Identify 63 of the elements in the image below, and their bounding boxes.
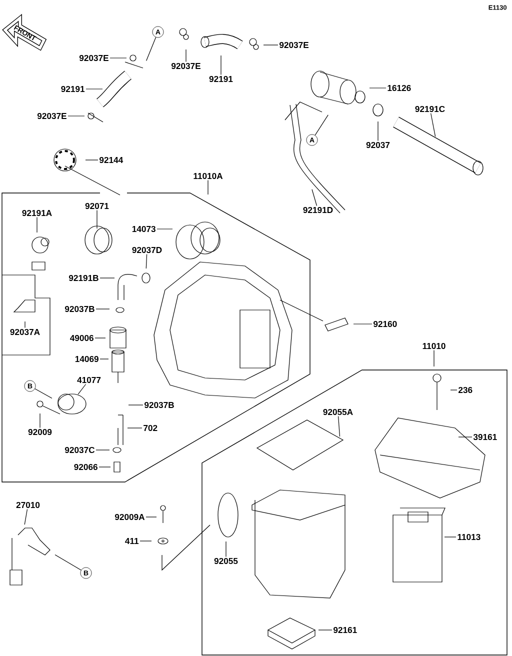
part-number: 92191: [209, 76, 233, 82]
part-number: 14073: [132, 226, 156, 232]
leader-line: [146, 254, 148, 269]
part-number: 39161: [473, 434, 497, 440]
part-number: 92037B: [64, 306, 94, 312]
part-number: 92071: [85, 202, 109, 210]
part-number: 92037: [366, 142, 390, 148]
part-number: 11010: [422, 342, 446, 350]
part-number: 27010: [16, 502, 40, 508]
part-number: 11010A: [194, 172, 223, 180]
part-number: 11013: [458, 534, 480, 540]
part-number: 41077: [77, 376, 101, 384]
leader-line: [128, 404, 144, 406]
leader-line: [444, 536, 456, 538]
part-number: 92037B: [144, 402, 174, 408]
leader-line: [220, 55, 222, 76]
part-number: 14069: [75, 356, 98, 362]
part-number: 92160: [374, 320, 397, 328]
leader-line: [146, 516, 157, 518]
leader-line: [146, 36, 156, 62]
leader-line: [34, 388, 52, 399]
leader-line: [54, 554, 82, 570]
part-number: 92066: [74, 464, 98, 470]
part-number: 411: [125, 538, 139, 544]
leader-line: [36, 216, 38, 233]
leader-line: [338, 416, 340, 437]
part-number: 92191D: [303, 206, 333, 214]
leader-line: [458, 436, 472, 438]
part-number: 49006: [70, 334, 94, 342]
part-number: 92037A: [10, 328, 40, 336]
part-number: 92055A: [323, 408, 353, 416]
part-number: 16126: [388, 84, 411, 92]
part-number: 92037E: [280, 42, 308, 48]
leader-line: [263, 44, 278, 46]
leader-line: [24, 508, 28, 525]
leader-line: [156, 228, 173, 230]
leader-line: [96, 308, 110, 310]
part-number: 92191C: [415, 106, 445, 112]
leader-line: [314, 114, 328, 136]
part-number: 92191B: [68, 274, 98, 282]
part-number: 92037E: [79, 54, 108, 62]
leader-line: [312, 189, 318, 206]
part-number: 92161: [334, 626, 357, 634]
leader-line: [86, 88, 103, 90]
part-number: 92191A: [22, 210, 52, 216]
leader-line: [140, 540, 152, 542]
part-number: 92037E: [37, 112, 66, 120]
part-number: 92009: [28, 428, 52, 436]
part-number: 92009A: [114, 514, 145, 520]
part-number: 236: [458, 386, 472, 394]
leader-line: [100, 358, 109, 360]
leader-line: [430, 112, 436, 137]
leader-line: [96, 210, 98, 229]
part-number: 92037E: [171, 62, 200, 70]
leader-line: [24, 321, 26, 328]
part-number: 92191: [61, 86, 85, 92]
part-number: 92055: [214, 558, 238, 564]
part-number: 92037D: [132, 246, 162, 254]
part-number: 92144: [100, 156, 124, 164]
leader-line: [98, 466, 111, 468]
leader-line: [78, 384, 86, 395]
part-number: 92037C: [64, 446, 95, 454]
part-number: 702: [144, 424, 158, 432]
